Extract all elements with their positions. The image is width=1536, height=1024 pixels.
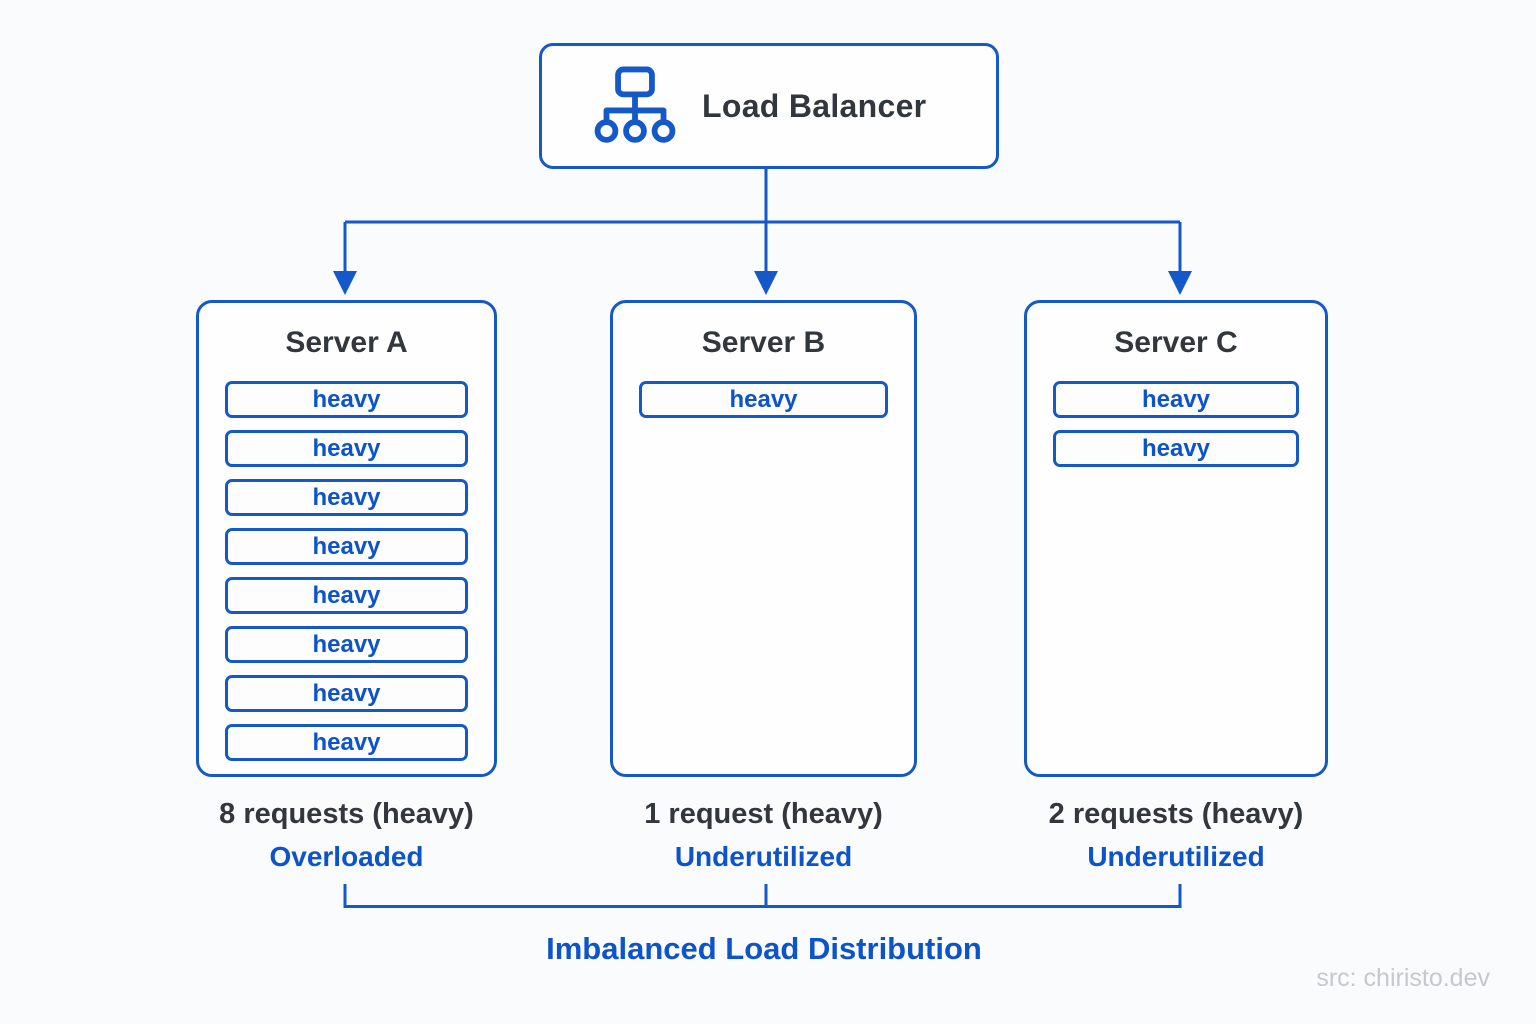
- arrowhead-server-c: [1168, 271, 1192, 295]
- server-b-count-label: 1 request (heavy): [644, 798, 883, 830]
- server-c-request-list: heavy heavy: [1053, 381, 1299, 467]
- server-c-status-label: Underutilized: [1087, 841, 1265, 872]
- load-balancer-label: Load Balancer: [702, 87, 927, 124]
- load-balancer-icon: [594, 66, 676, 143]
- request-box: heavy: [225, 675, 468, 712]
- server-b-node: Server B heavy: [610, 300, 917, 777]
- server-a-request-list: heavy heavy heavy heavy heavy heavy heav…: [225, 381, 468, 761]
- arrowhead-server-a: [333, 271, 357, 295]
- load-balancer-node: Load Balancer: [539, 43, 999, 169]
- server-a-status-label: Overloaded: [269, 841, 424, 872]
- source-credit: src: chiristo.dev: [1316, 964, 1490, 992]
- server-b-title: Server B: [701, 326, 826, 359]
- request-box: heavy: [639, 381, 888, 418]
- server-b-status-label: Underutilized: [674, 841, 853, 872]
- server-c-node: Server C heavy heavy: [1024, 300, 1328, 777]
- request-box: heavy: [225, 479, 468, 516]
- request-box: heavy: [1053, 381, 1299, 418]
- diagram-caption: Imbalanced Load Distribution: [546, 931, 982, 966]
- request-box: heavy: [225, 724, 468, 761]
- request-box: heavy: [225, 381, 468, 418]
- server-a-count-label: 8 requests (heavy): [219, 798, 474, 830]
- request-box: heavy: [225, 528, 468, 565]
- request-box: heavy: [225, 430, 468, 467]
- request-box: heavy: [225, 577, 468, 614]
- arrowhead-server-b: [754, 271, 778, 295]
- server-c-title: Server C: [1114, 326, 1238, 359]
- server-b-request-list: heavy: [639, 381, 888, 418]
- request-box: heavy: [1053, 430, 1299, 467]
- request-box: heavy: [225, 626, 468, 663]
- server-a-node: Server A heavy heavy heavy heavy heavy h…: [196, 300, 497, 777]
- server-a-title: Server A: [285, 326, 408, 359]
- server-c-count-label: 2 requests (heavy): [1048, 798, 1304, 830]
